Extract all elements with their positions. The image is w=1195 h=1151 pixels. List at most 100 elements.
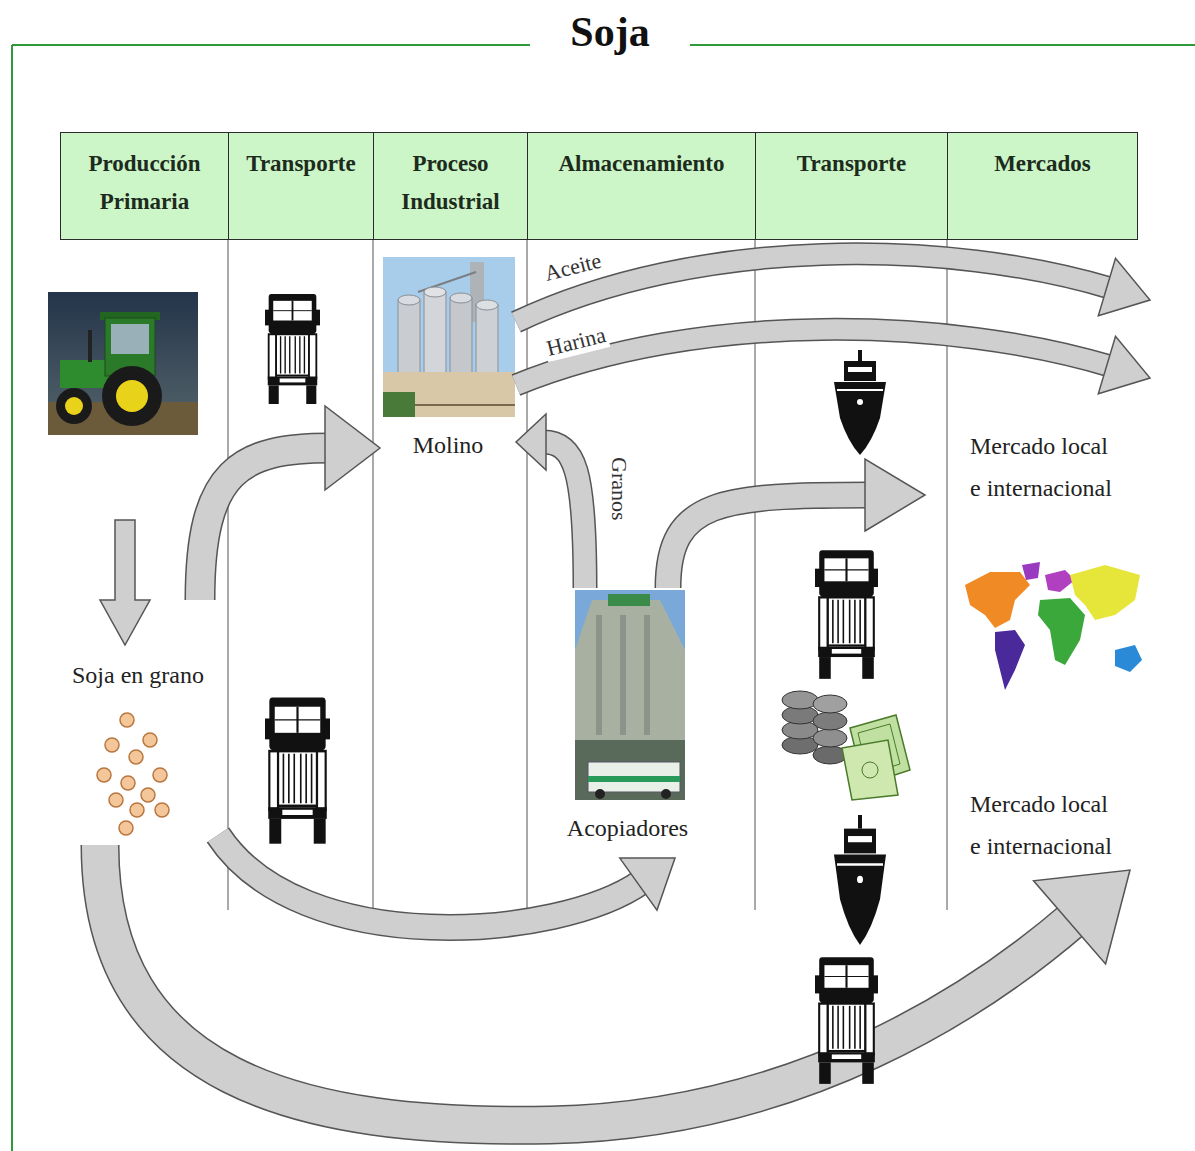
arrow-head — [1034, 870, 1130, 964]
soy-bean — [141, 788, 155, 802]
silo-photo — [595, 789, 605, 799]
node-text: Molino — [380, 430, 516, 460]
column-divider — [527, 240, 528, 910]
header-cell: Proceso Industrial — [373, 132, 528, 240]
flow-arrow — [668, 459, 925, 588]
header-cell: Almacenamiento — [527, 132, 756, 240]
arrow-shaft — [100, 845, 1076, 1125]
node-text: Proceso Industrial — [378, 145, 523, 221]
mill-photo — [415, 404, 515, 406]
mill-photo — [424, 287, 446, 297]
tractor-photo — [48, 292, 198, 435]
silo-photo — [575, 740, 685, 800]
flow-arrow — [218, 835, 675, 927]
truck-icon — [265, 698, 330, 844]
mill-photo — [398, 295, 420, 305]
arrow-shaft — [200, 448, 331, 600]
mill-photo — [383, 257, 515, 417]
world-map — [965, 572, 1030, 628]
arrow-head — [1098, 258, 1150, 315]
money-icon — [842, 740, 898, 800]
truck-icon — [815, 550, 878, 679]
down-arrow — [100, 520, 150, 645]
mill-photo — [383, 372, 515, 417]
world-map — [965, 562, 1142, 690]
node-text: Acopiadores — [560, 813, 695, 843]
arrow-shaft — [218, 835, 642, 927]
frame-line — [11, 45, 13, 1151]
node-text: Soja en grano — [58, 660, 218, 690]
soy-bean — [153, 768, 167, 782]
soy-bean — [120, 713, 134, 727]
tractor-photo — [65, 397, 83, 415]
arrow-head — [865, 459, 925, 531]
money-icon — [813, 729, 847, 747]
diagram-title: Soja — [530, 6, 690, 58]
silo-photo — [620, 615, 626, 735]
mill-photo — [383, 257, 515, 417]
market-node: Mercado local e internacional — [925, 775, 1150, 870]
soy-bean — [143, 733, 157, 747]
silo-photo — [575, 590, 685, 800]
world-map — [1045, 570, 1075, 592]
money-icon — [813, 695, 847, 713]
soy-bean — [129, 750, 143, 764]
money-icon — [862, 762, 878, 778]
column-divider — [228, 240, 229, 910]
silo-photo — [588, 776, 680, 782]
arrow-head — [325, 406, 380, 490]
silo-photo — [644, 615, 650, 735]
soy-bean — [121, 776, 135, 790]
node-text: Producción Primaria — [65, 145, 224, 221]
header-cell: Producción Primaria — [60, 132, 229, 240]
arrow-outline — [516, 254, 1111, 322]
column-divider — [373, 240, 374, 910]
arrow-shaft — [668, 495, 871, 588]
node-text: Almacenamiento — [532, 145, 751, 183]
flow-arrow — [100, 845, 1130, 1125]
soy-bean — [97, 713, 169, 835]
arrow-outline — [100, 845, 1076, 1125]
arrow-shaft — [543, 442, 585, 588]
truck-icon — [815, 957, 878, 1084]
node-text: Mercado local e internacional — [970, 783, 1145, 867]
flow-arrow — [516, 329, 1150, 393]
flow-arrow — [516, 254, 1150, 322]
ship-icon — [834, 350, 886, 945]
mill-photo — [383, 392, 415, 417]
soy-bean — [109, 793, 123, 807]
silo-photo — [575, 590, 685, 800]
arrow-shaft — [516, 254, 1111, 322]
tractor-photo — [111, 324, 149, 354]
storage-node: Acopiadores — [560, 588, 695, 858]
money-icon — [813, 712, 847, 730]
arrow-outline — [543, 442, 585, 588]
market-node: Mercado local e internacional — [925, 285, 1150, 510]
mill-photo — [476, 300, 498, 310]
arrow-outline — [200, 448, 331, 600]
flow-arrow — [516, 414, 585, 588]
silo-photo — [575, 600, 685, 800]
mill-node: Molino — [380, 255, 516, 465]
tractor-photo — [48, 292, 198, 435]
header-cell: Transporte — [755, 132, 948, 240]
arrow-outline — [218, 835, 642, 927]
arrow-head — [516, 414, 546, 470]
money-icon — [782, 691, 910, 800]
tractor-photo — [116, 380, 148, 412]
money-icon — [782, 691, 818, 709]
edge-label: Granos — [606, 455, 632, 523]
tractor-photo — [88, 330, 92, 362]
node-text: Mercado local e internacional — [970, 425, 1145, 509]
soy-bean — [119, 821, 133, 835]
silo-photo — [608, 594, 650, 606]
node-text: Mercados — [952, 145, 1133, 183]
tractor-photo — [56, 388, 92, 424]
node-text: Transporte — [760, 145, 943, 183]
tractor-photo — [102, 366, 162, 426]
silo-photo — [596, 615, 602, 735]
mill-photo — [450, 293, 472, 303]
header-cell: Transporte — [228, 132, 374, 240]
world-map — [1070, 565, 1140, 620]
soy-bean — [130, 803, 144, 817]
